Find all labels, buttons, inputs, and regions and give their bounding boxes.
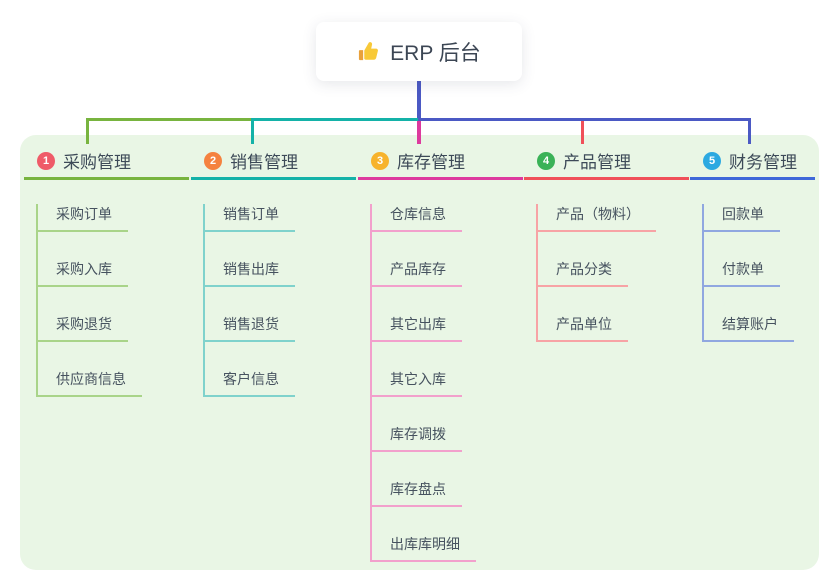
- child-node[interactable]: 供应商信息: [38, 369, 142, 397]
- connector-rail-segment-1: [86, 118, 252, 121]
- branch-header[interactable]: 3 库存管理: [358, 146, 523, 180]
- branch-number-badge: 2: [204, 151, 222, 170]
- branch-label: 库存管理: [397, 153, 465, 172]
- branch-label: 财务管理: [729, 153, 797, 172]
- child-node[interactable]: 销售出库: [205, 259, 295, 287]
- branch: 5 财务管理 回款单付款单结算账户: [690, 146, 815, 342]
- branch-number-badge: 1: [37, 151, 55, 170]
- child-node[interactable]: 采购入库: [38, 259, 128, 287]
- branch: 2 销售管理 销售订单销售出库销售退货客户信息: [191, 146, 356, 397]
- branch-header[interactable]: 4 产品管理: [524, 146, 689, 180]
- child-node[interactable]: 结算账户: [704, 314, 794, 342]
- root-node[interactable]: ERP 后台: [316, 22, 522, 81]
- child-node[interactable]: 销售订单: [205, 204, 295, 232]
- branch-children: 销售订单销售出库销售退货客户信息: [203, 204, 356, 397]
- connector-rail-segment-3: [418, 118, 751, 121]
- child-node[interactable]: 采购退货: [38, 314, 128, 342]
- connector-drop-3: [417, 121, 421, 144]
- branch-number-badge: 5: [703, 151, 721, 170]
- child-node[interactable]: 产品分类: [538, 259, 628, 287]
- child-node[interactable]: 出库库明细: [372, 534, 476, 562]
- child-node[interactable]: 产品库存: [372, 259, 462, 287]
- child-node[interactable]: 采购订单: [38, 204, 128, 232]
- branch-number-badge: 4: [537, 151, 555, 170]
- branch-children: 仓库信息产品库存其它出库其它入库库存调拨库存盘点出库库明细: [370, 204, 523, 562]
- child-node[interactable]: 其它入库: [372, 369, 462, 397]
- branch-label: 产品管理: [563, 153, 631, 172]
- connector-rail-segment-2: [252, 118, 418, 121]
- connector-drop-1: [86, 118, 89, 144]
- child-node[interactable]: 产品（物料）: [538, 204, 656, 232]
- branch-children: 采购订单采购入库采购退货供应商信息: [36, 204, 189, 397]
- branch-children: 回款单付款单结算账户: [702, 204, 815, 342]
- child-node[interactable]: 其它出库: [372, 314, 462, 342]
- branch: 4 产品管理 产品（物料） 产品分类产品单位: [524, 146, 689, 342]
- thumbs-up-icon: [357, 40, 380, 63]
- child-node[interactable]: 库存盘点: [372, 479, 462, 507]
- connector-drop-4: [581, 121, 584, 144]
- child-node[interactable]: 销售退货: [205, 314, 295, 342]
- branch: 1 采购管理 采购订单采购入库采购退货供应商信息: [24, 146, 189, 397]
- child-node[interactable]: 回款单: [704, 204, 780, 232]
- connector-drop-2: [251, 118, 254, 144]
- branch-header[interactable]: 1 采购管理: [24, 146, 189, 180]
- branch-header[interactable]: 5 财务管理: [690, 146, 815, 180]
- branch-number-badge: 3: [371, 151, 389, 170]
- connector-drop-5: [748, 118, 751, 144]
- branch-header[interactable]: 2 销售管理: [191, 146, 356, 180]
- child-node[interactable]: 客户信息: [205, 369, 295, 397]
- connector-root-stem: [417, 81, 421, 121]
- child-node[interactable]: 仓库信息: [372, 204, 462, 232]
- root-node-label: ERP 后台: [390, 41, 481, 65]
- child-node[interactable]: 产品单位: [538, 314, 628, 342]
- branches-panel: [20, 135, 819, 570]
- branch-children: 产品（物料） 产品分类产品单位: [536, 204, 689, 342]
- child-node[interactable]: 付款单: [704, 259, 780, 287]
- branch-label: 销售管理: [230, 153, 298, 172]
- branch: 3 库存管理 仓库信息产品库存其它出库其它入库库存调拨库存盘点出库库明细: [358, 146, 523, 562]
- branch-label: 采购管理: [63, 153, 131, 172]
- child-node[interactable]: 库存调拨: [372, 424, 462, 452]
